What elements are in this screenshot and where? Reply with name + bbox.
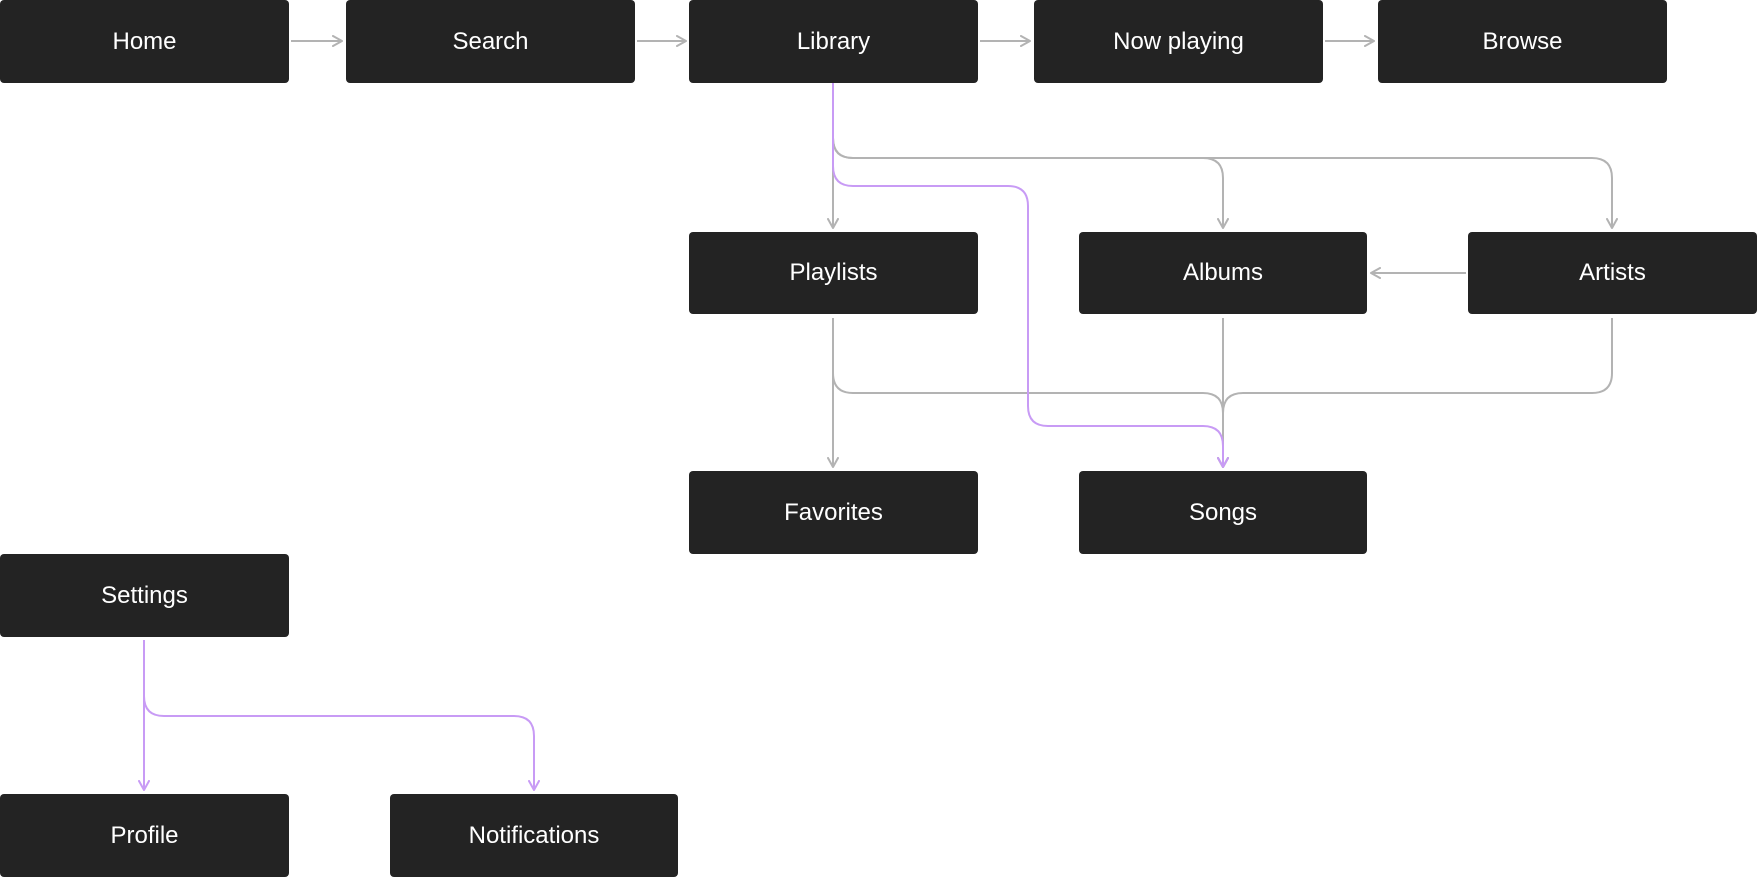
node-settings: Settings [0, 554, 289, 637]
node-artists: Artists [1468, 232, 1757, 314]
edge-library-songs [832, 83, 1229, 468]
edge-library-artists [832, 83, 1618, 229]
node-browse: Browse [1378, 0, 1667, 83]
node-home: Home [0, 0, 289, 83]
edge-settings-notifications [143, 640, 540, 791]
node-search: Search [346, 0, 635, 83]
node-library: Library [689, 0, 978, 83]
node-playlists: Playlists [689, 232, 978, 314]
node-now-playing: Now playing [1034, 0, 1323, 83]
edge-artists-songs [1217, 318, 1613, 468]
node-notifications: Notifications [390, 794, 678, 877]
node-profile: Profile [0, 794, 289, 877]
node-songs: Songs [1079, 471, 1367, 554]
node-albums: Albums [1079, 232, 1367, 314]
node-favorites: Favorites [689, 471, 978, 554]
